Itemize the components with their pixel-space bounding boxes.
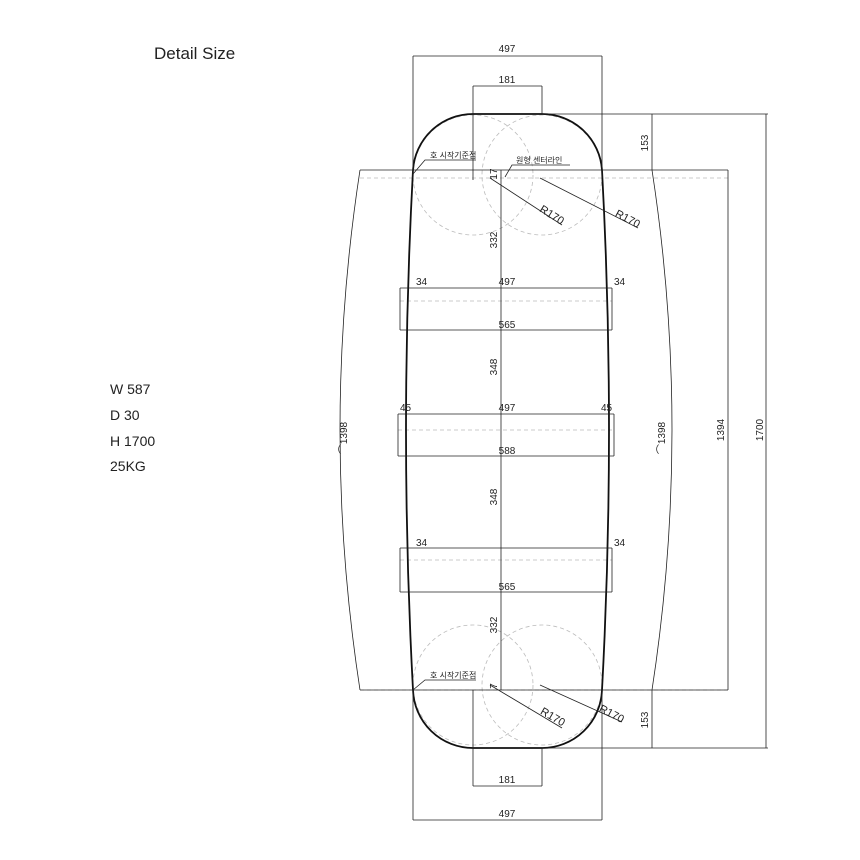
band2-top-label: 497 [499, 403, 516, 414]
radius-label: R170 [538, 706, 567, 730]
band1-left-label: 34 [416, 277, 428, 288]
top-inner-width-label: 181 [499, 75, 516, 86]
band3-right-label: 34 [614, 538, 626, 549]
band2-right-label: 45 [601, 403, 613, 414]
spec-depth: D 30 [110, 407, 140, 423]
v7-bottom-label: 7 [489, 683, 500, 689]
radius-circle [481, 114, 603, 236]
radius-circle [481, 624, 603, 746]
arc-start-top-label: 호 시작기준점 [430, 150, 476, 160]
spec-width: W 587 [110, 381, 151, 397]
v332-bottom-label: 332 [489, 616, 500, 633]
board-outline [405, 113, 610, 749]
arc-start-bottom-label: 호 시작기준점 [430, 670, 476, 680]
right-1700-label: 1700 [755, 418, 766, 441]
v348-bottom-label: 348 [489, 488, 500, 505]
spec-height: H 1700 [110, 433, 156, 449]
circle-center-label: 원형 센터라인 [516, 155, 562, 165]
dimension-lines [339, 55, 768, 821]
page-title: Detail Size [154, 44, 236, 63]
band2-left-label: 45 [400, 403, 412, 414]
band1-right-label: 34 [614, 277, 626, 288]
v17-top-label: 17 [489, 168, 500, 180]
arc-left-label: ⌒1398 [338, 421, 350, 454]
bottom-inner-width-label: 181 [499, 775, 516, 786]
spec-weight: 25KG [110, 458, 146, 474]
arc-right-label: ⌒1398 [656, 421, 668, 454]
v332-top-label: 332 [489, 231, 500, 248]
right-153-top-label: 153 [640, 134, 651, 151]
v348-top-label: 348 [489, 358, 500, 375]
band1-bottom-label: 565 [499, 320, 516, 331]
radius-label: R170 [537, 203, 566, 227]
band3-bottom-label: 565 [499, 582, 516, 593]
right-153-bottom-label: 153 [640, 711, 651, 728]
band2-bottom-label: 588 [499, 446, 516, 457]
bottom-outer-width-label: 497 [499, 809, 516, 820]
top-outer-width-label: 497 [499, 44, 516, 55]
right-1394-label: 1394 [716, 418, 727, 441]
band1-top-label: 497 [499, 277, 516, 288]
radius-label: R170 [613, 208, 642, 231]
band3-left-label: 34 [416, 538, 428, 549]
radius-label: R170 [597, 703, 626, 726]
